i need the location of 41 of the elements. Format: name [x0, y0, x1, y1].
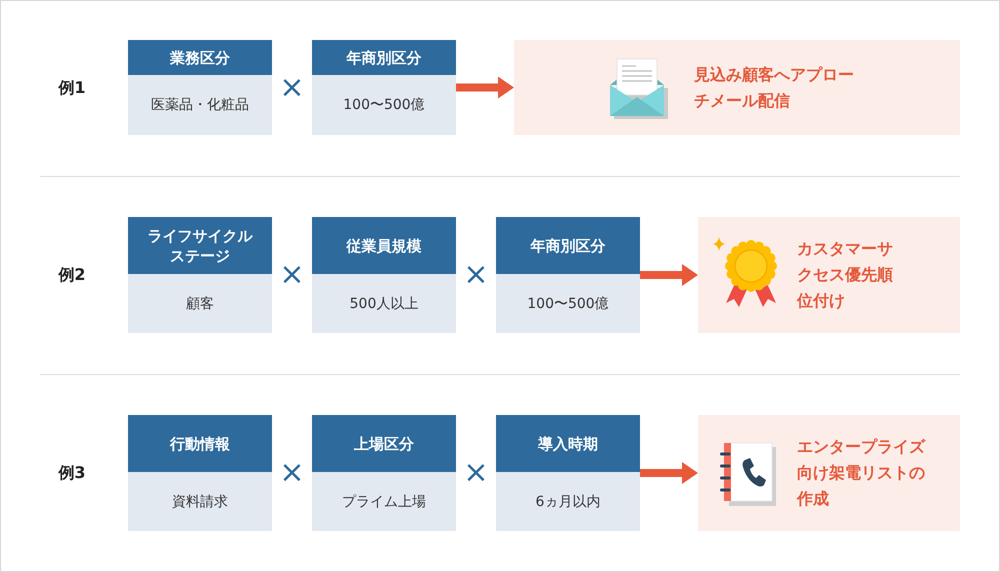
- category-header: 導入時期: [496, 415, 640, 472]
- category-value: 100〜500億: [343, 96, 425, 115]
- result-text: エンタープライズ向け架電リストの作成: [797, 436, 926, 510]
- example-label: 例1: [58, 78, 86, 98]
- category-card: [128, 40, 272, 135]
- multiply-sign: ×: [463, 260, 489, 290]
- category-card: [496, 217, 640, 333]
- category-header: 年商別区分: [312, 40, 456, 75]
- category-card: [312, 217, 456, 333]
- category-value: 500人以上: [350, 294, 418, 314]
- arrow: [640, 462, 698, 484]
- category-header: 従業員規模: [312, 217, 456, 274]
- arrow: [640, 264, 698, 286]
- category-card: [496, 415, 640, 531]
- category-card: [128, 217, 272, 333]
- category-card: [312, 40, 456, 135]
- category-header: 業務区分: [128, 40, 272, 75]
- arrow: [456, 76, 514, 98]
- multiply-sign: ×: [463, 458, 489, 488]
- multiply-sign: ×: [279, 458, 305, 488]
- category-value: 100〜500億: [527, 294, 609, 314]
- category-value: 6ヵ月以内: [536, 492, 600, 512]
- category-card: [128, 415, 272, 531]
- category-header: 上場区分: [312, 415, 456, 472]
- category-card: [312, 415, 456, 531]
- category-value: 顧客: [186, 294, 214, 314]
- result-text: 見込み顧客へアプローチメール配信: [694, 64, 855, 112]
- multiply-sign: ×: [279, 260, 305, 290]
- result-box: [514, 40, 960, 135]
- result-box: [698, 415, 960, 531]
- example-label: 例3: [58, 463, 86, 483]
- result-text: カスタマーサクセス優先順位付け: [797, 238, 894, 312]
- category-value: 医薬品・化粧品: [151, 96, 249, 115]
- multiply-sign: ×: [279, 73, 305, 103]
- result-box: [698, 217, 960, 333]
- category-header: 行動情報: [128, 415, 272, 472]
- category-value: プライム上場: [342, 492, 426, 512]
- category-header: 年商別区分: [496, 217, 640, 274]
- category-value: 資料請求: [172, 492, 228, 512]
- category-header: ライフサイクルステージ: [128, 217, 272, 274]
- example-label: 例2: [58, 265, 86, 285]
